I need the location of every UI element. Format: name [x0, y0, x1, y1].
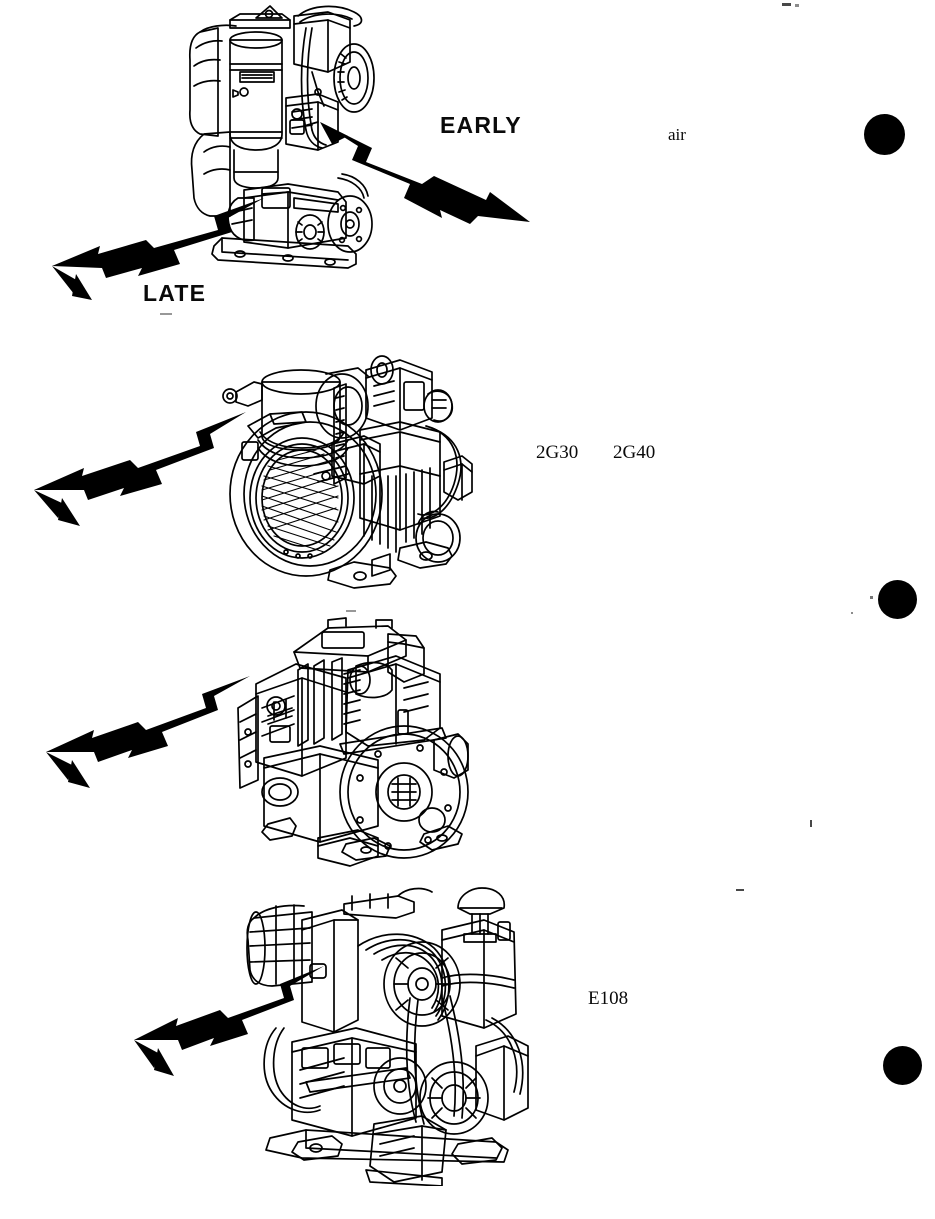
- label-model-2g30: 2G30: [536, 442, 579, 463]
- scan-speckle: [851, 612, 853, 614]
- scan-speckle: [795, 4, 799, 7]
- hole-punch-mark-1: [864, 114, 905, 155]
- figure-engine-early-late: [178, 2, 418, 270]
- arrow-engine-2g30-2g40: [30, 408, 252, 536]
- label-air: air: [668, 125, 686, 144]
- label-model-e108: E108: [588, 988, 629, 1009]
- scan-speckle: [782, 3, 791, 6]
- hole-punch-mark-2: [878, 580, 917, 619]
- arrow-late: [46, 196, 270, 312]
- scan-speckle: [160, 313, 172, 315]
- figure-engine-unlabeled: [228, 612, 486, 874]
- scan-speckle: [870, 596, 873, 599]
- label-model-2g40: 2G40: [613, 442, 656, 463]
- arrow-engine-e108: [130, 962, 330, 1084]
- scan-speckle: [810, 820, 812, 827]
- arrow-engine-unlabeled: [42, 672, 256, 796]
- label-late: LATE: [143, 280, 207, 306]
- figure-engine-2g30-2g40: [214, 326, 480, 596]
- figure-engine-e108: [246, 886, 536, 1186]
- scan-speckle: [736, 889, 744, 891]
- label-early: EARLY: [440, 112, 522, 138]
- arrow-early: [318, 118, 540, 243]
- hole-punch-mark-3: [883, 1046, 922, 1085]
- scan-speckle: [346, 610, 356, 612]
